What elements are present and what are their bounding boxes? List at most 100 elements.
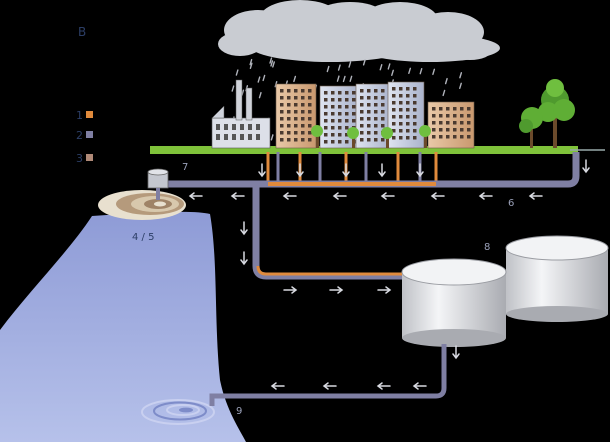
rain-drop xyxy=(270,60,274,67)
building-window xyxy=(381,117,385,121)
building-window xyxy=(331,140,335,144)
building-window xyxy=(392,101,396,105)
building-window xyxy=(367,89,371,93)
building-window xyxy=(413,136,417,140)
building-window xyxy=(324,133,328,137)
building-window xyxy=(294,117,298,121)
rain-drop xyxy=(235,69,239,76)
rain-drop xyxy=(362,59,366,66)
trunk-sewer-pipe xyxy=(166,152,580,188)
rain-drop xyxy=(459,72,463,79)
flow-arrow xyxy=(478,192,493,200)
rain-drop xyxy=(349,75,353,83)
flow-arrow xyxy=(452,345,460,360)
building-window xyxy=(453,114,457,118)
callout-overflow: 7 xyxy=(182,162,188,173)
storage-tank-rear xyxy=(505,235,609,322)
building-window xyxy=(324,112,328,116)
building-window xyxy=(324,105,328,109)
building-window xyxy=(301,89,305,93)
building-window xyxy=(374,131,378,135)
building-window xyxy=(399,94,403,98)
building-window xyxy=(406,108,410,112)
building-window xyxy=(399,108,403,112)
discharge-rings xyxy=(141,399,215,425)
building-window xyxy=(331,91,335,95)
building-window xyxy=(338,126,342,130)
building-window xyxy=(413,87,417,91)
building-window xyxy=(287,124,291,128)
flow-arrow xyxy=(412,382,427,390)
building-window xyxy=(324,119,328,123)
building-window xyxy=(301,110,305,114)
rain-drop xyxy=(408,67,412,74)
building-window xyxy=(294,89,298,93)
flow-arrow xyxy=(329,286,344,294)
building-window xyxy=(360,103,364,107)
flow-arrow xyxy=(240,221,248,236)
building-window xyxy=(399,129,403,133)
building-window xyxy=(467,135,471,139)
rain-drop xyxy=(249,62,253,70)
building-window xyxy=(453,128,457,132)
legend-item-3: 3 xyxy=(76,152,93,165)
building-window xyxy=(381,110,385,114)
rain-drop xyxy=(326,65,330,73)
building-downpipes xyxy=(266,152,438,182)
rain-drop xyxy=(442,89,446,97)
callout-trunk-sewer: 6 xyxy=(508,198,514,209)
building-window xyxy=(406,136,410,140)
building-window xyxy=(331,133,335,137)
building-window xyxy=(360,117,364,121)
building-window xyxy=(374,124,378,128)
building-window xyxy=(352,98,356,102)
callout-outfall-rings: 4 / 5 xyxy=(132,232,154,243)
building-window xyxy=(308,138,312,142)
building-window xyxy=(280,131,284,135)
building-window xyxy=(360,138,364,142)
building-window xyxy=(294,110,298,114)
building-window xyxy=(432,135,436,139)
building-window xyxy=(406,101,410,105)
building-window xyxy=(324,140,328,144)
building-window xyxy=(432,128,436,132)
building-window xyxy=(374,103,378,107)
building-window xyxy=(345,140,349,144)
rain-drop xyxy=(444,77,448,85)
building-window xyxy=(460,107,464,111)
building-window xyxy=(352,91,356,95)
flow-arrow xyxy=(416,163,424,178)
building-window xyxy=(381,138,385,142)
building-window xyxy=(467,107,471,111)
building-window xyxy=(331,105,335,109)
building-window xyxy=(294,96,298,100)
building-window xyxy=(345,105,349,109)
building-window xyxy=(331,126,335,130)
building-window xyxy=(367,103,371,107)
building-window xyxy=(308,117,312,121)
building-window xyxy=(432,107,436,111)
legend-number-2: 2 xyxy=(76,129,83,142)
building-window xyxy=(446,121,450,125)
factory-building xyxy=(211,79,271,149)
building-window xyxy=(432,114,436,118)
building-window xyxy=(399,101,403,105)
building-window xyxy=(439,121,443,125)
rain-drop xyxy=(337,64,341,71)
building-window xyxy=(399,87,403,91)
building-window xyxy=(446,135,450,139)
building-window xyxy=(360,89,364,93)
building-window xyxy=(345,133,349,137)
rain-drop xyxy=(272,61,275,68)
building-window xyxy=(367,138,371,142)
legend-number-3: 3 xyxy=(76,152,83,165)
rain-drop xyxy=(257,76,261,83)
flow-arrow xyxy=(332,192,347,200)
building-window xyxy=(352,112,356,116)
building-window xyxy=(406,122,410,126)
legend-swatch-1 xyxy=(86,111,93,118)
building-window xyxy=(345,98,349,102)
building-window xyxy=(345,126,349,130)
building-window xyxy=(406,94,410,98)
building-window xyxy=(338,140,342,144)
